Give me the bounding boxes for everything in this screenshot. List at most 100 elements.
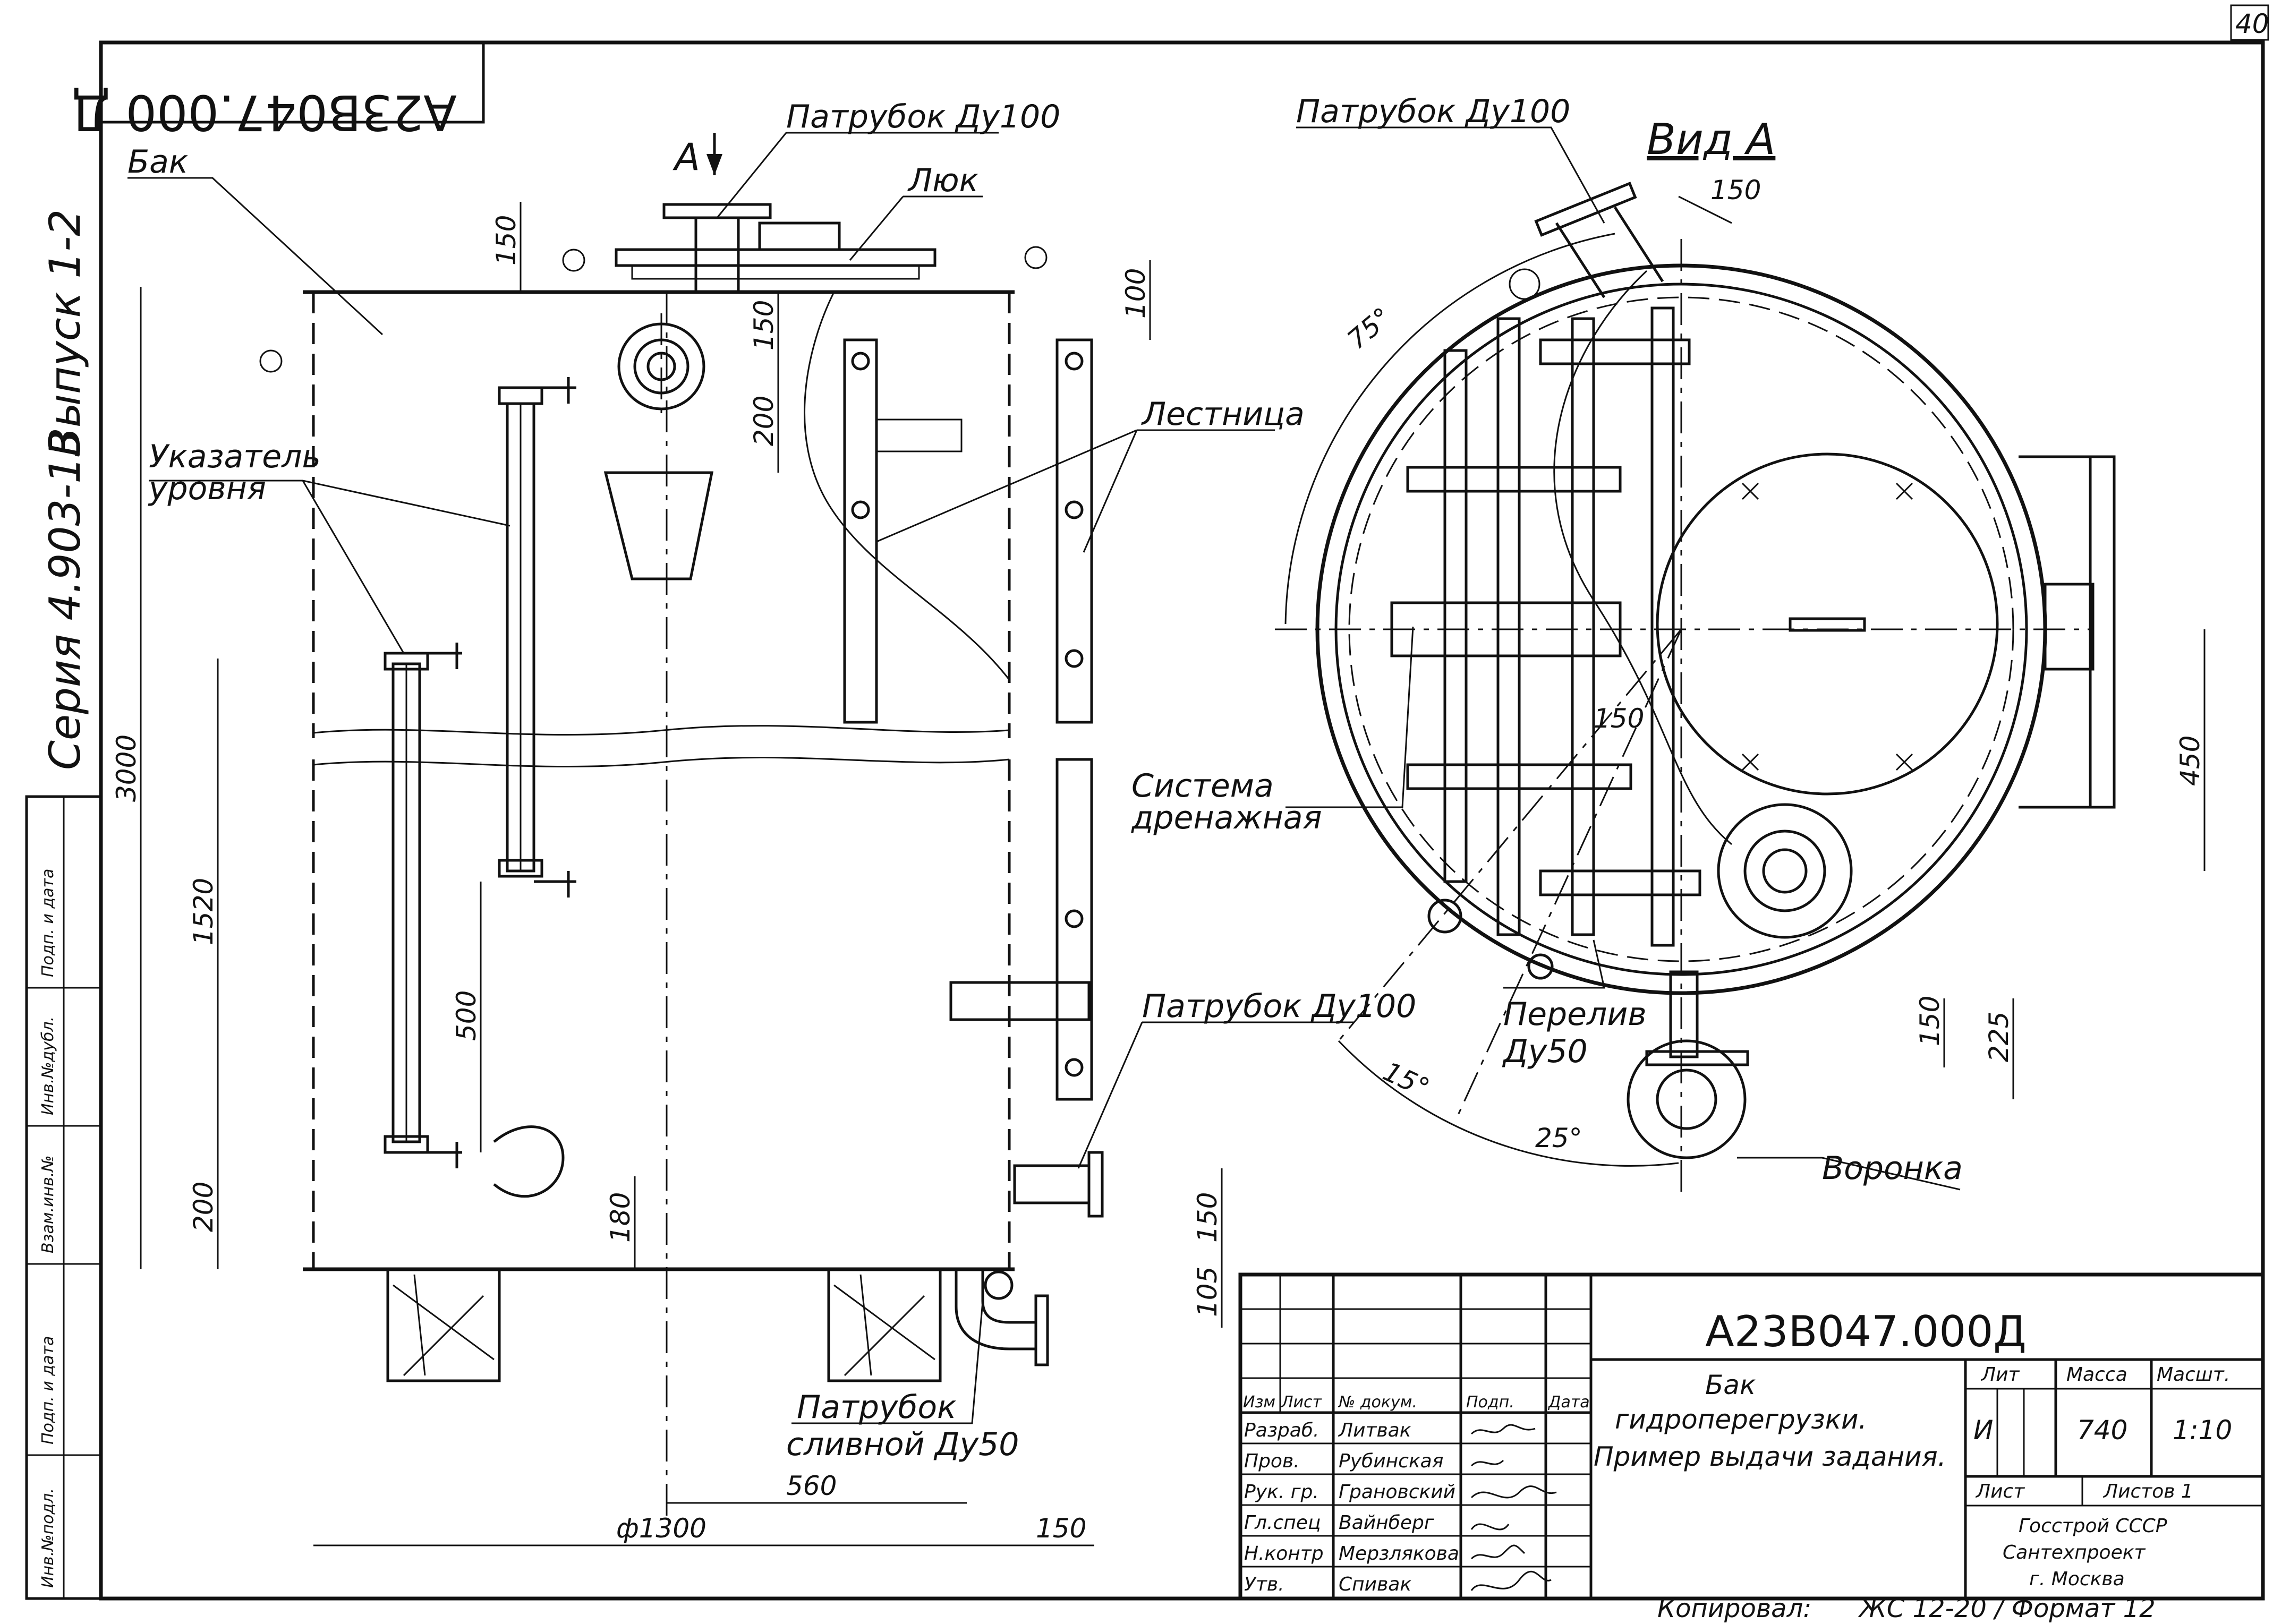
tb-name-4: Вайнберг — [1339, 1512, 1435, 1534]
dim-200-top: 200 — [748, 396, 779, 446]
dim-100: 100 — [1120, 268, 1151, 319]
drain-bar-4 — [1539, 338, 1691, 365]
tb-role-3: Рук. гр. — [1244, 1481, 1319, 1503]
plan-label-funnel: Воронка — [1822, 1150, 1963, 1187]
tb-signatures — [1470, 1424, 1557, 1591]
tb-scale-value: 1:10 — [2173, 1415, 2232, 1446]
dim-150-nozzle: 150 — [748, 300, 779, 351]
drain-rail-4 — [1650, 306, 1675, 947]
drain-bar-3 — [1406, 763, 1632, 790]
left-strip-label-2: Подп. и дата — [39, 1336, 57, 1444]
arc-15-25 — [1338, 1040, 1679, 1167]
hatch-handle-plan — [1789, 617, 1866, 632]
label-hatch: Люк — [907, 162, 978, 199]
plan-leader-nozzle — [1296, 126, 1605, 224]
funnel — [603, 471, 714, 580]
plan-dim-25: 25° — [1535, 1123, 1582, 1153]
break-line-upper — [313, 725, 1010, 736]
tb-sheet-label: Лист — [1975, 1481, 2025, 1502]
funnel-inner — [1656, 1069, 1717, 1130]
tb-name-2: Рубинская — [1339, 1450, 1443, 1472]
ladder-rail-outer-lower — [1055, 758, 1093, 1101]
tb-mass-value: 740 — [2077, 1415, 2127, 1446]
left-strip-label-1: Инв.№подл. — [39, 1488, 57, 1588]
overflow-outer — [1717, 803, 1853, 939]
label-drainage-1: Система — [1131, 767, 1274, 805]
tb-name-3: Грановский — [1339, 1481, 1455, 1503]
hatch-base — [631, 264, 920, 280]
tank-shell-dashed — [1348, 296, 2014, 962]
hatch-cover — [615, 248, 937, 267]
side-view: А — [111, 98, 1416, 1546]
leader-level — [149, 480, 510, 654]
code-box-top — [99, 41, 485, 124]
tb-role-1: Разраб. — [1244, 1420, 1319, 1441]
left-strip-label-5: Подп. и дата — [39, 869, 57, 977]
tb-org-line-2: Сантехпроект — [2003, 1542, 2146, 1563]
callout-circle-2 — [562, 249, 585, 272]
tb-role-2: Пров. — [1244, 1450, 1300, 1472]
issue-stamp: Выпуск 1-2 — [40, 209, 90, 457]
plan-leader-funnel — [1737, 1157, 1961, 1191]
support-right-hatch — [833, 1274, 935, 1377]
ladder-bolt-2 — [851, 500, 870, 519]
tb-name-1: Литвак — [1338, 1420, 1411, 1441]
title-block-frame — [1238, 1272, 2265, 1601]
drain-rail-1 — [1443, 349, 1468, 883]
drain-bar-1 — [1406, 466, 1622, 493]
plan-leader-drainage — [1286, 626, 1414, 808]
shell-pipe-1 — [1427, 899, 1462, 934]
level-valve-4 — [534, 871, 576, 898]
tb-role-4: Гл.спец — [1244, 1512, 1321, 1534]
tb-lit-value: И — [1973, 1415, 1993, 1446]
ladder-lower-bracket — [949, 981, 1091, 1021]
level-indicator-long-bottom-cap — [384, 1135, 429, 1154]
drain-rail-3 — [1571, 317, 1595, 936]
footer-copied: Копировал: — [1657, 1594, 1811, 1623]
support-left-hatch — [393, 1274, 495, 1377]
left-strip-label-3: Взам.инв.№ — [39, 1155, 57, 1253]
dim-150-top: 150 — [491, 215, 522, 266]
plan-dim-15: 15° — [1378, 1056, 1434, 1104]
support-right — [827, 1268, 942, 1382]
overflow-mid — [1743, 830, 1826, 912]
label-level-1: Указатель — [149, 438, 321, 475]
plan-label-overflow-1: Перелив — [1503, 996, 1647, 1033]
plan-view: Вид А — [1275, 93, 2206, 1195]
plan-dim-150-top: 150 — [1710, 175, 1761, 206]
ladder-bolt-4 — [1065, 500, 1084, 519]
plan-dim-150-bottom: 150 — [1914, 996, 1945, 1046]
tb-name-5: Мерзлякова — [1339, 1543, 1459, 1565]
ladder-bolt-6 — [1065, 909, 1084, 928]
tb-org-line-1: Госстрой СССР — [2019, 1515, 2167, 1537]
tb-sheets-label: Листов 1 — [2102, 1481, 2193, 1502]
callout-circle-plan — [1509, 268, 1540, 300]
funnel-outer — [1627, 1039, 1747, 1159]
plan-dim-75: 75° — [1341, 302, 1397, 355]
tb-header-list: Лист — [1281, 1393, 1323, 1412]
plan-cutaway — [1553, 270, 1732, 845]
shell-pipe-2 — [1527, 953, 1554, 980]
callout-circle-3 — [1024, 246, 1048, 269]
dim-150-side: 150 — [1192, 1192, 1223, 1243]
ladder-rail-inner — [843, 338, 878, 724]
leader-drain — [791, 1301, 984, 1424]
hatch-handle — [758, 221, 841, 250]
tb-mass-label: Масса — [2066, 1364, 2127, 1386]
dim-1520: 1520 — [188, 878, 219, 945]
dim-500: 500 — [451, 990, 482, 1041]
label-drain-1: Патрубок — [797, 1389, 956, 1426]
left-strip-label-4: Инв.№дубл. — [39, 1016, 57, 1115]
drain-rail-2 — [1496, 317, 1521, 936]
lower-outlet — [493, 1125, 565, 1198]
dim-560: 560 — [786, 1471, 837, 1501]
tb-role-5: Н.контр — [1244, 1543, 1324, 1565]
level-valve-2 — [420, 1142, 462, 1168]
ladder-rail-outer-upper — [1055, 338, 1093, 724]
funnel-pipe — [1669, 970, 1699, 1058]
dim-3000: 3000 — [111, 734, 142, 802]
plan-dim-225: 225 — [1983, 1012, 2014, 1062]
drain-elbow-circle — [984, 1270, 1014, 1300]
label-ladder: Лестница — [1141, 396, 1305, 433]
dim-200-bottom: 200 — [188, 1182, 219, 1232]
